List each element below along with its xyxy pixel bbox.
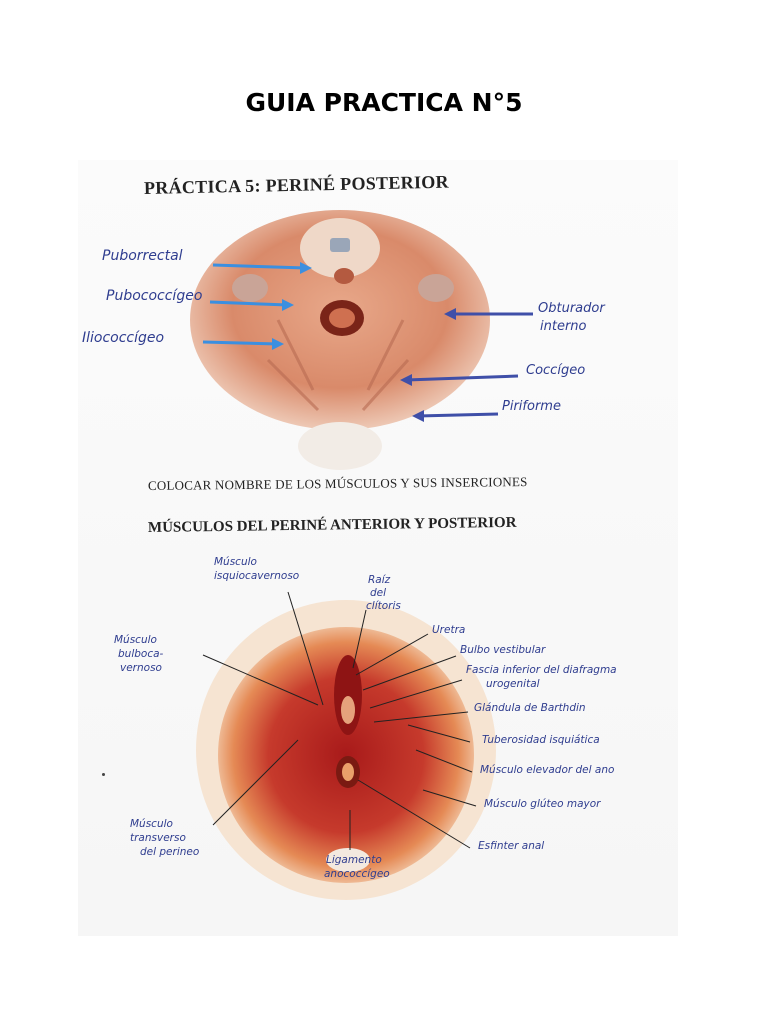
label-transverso-3: del perineo xyxy=(140,846,200,858)
vaginal-vestibule xyxy=(341,696,355,724)
label-tuberosidad: Tuberosidad isquiática xyxy=(482,734,600,746)
label-obturador-2: interno xyxy=(540,319,587,334)
label-elevador: Músculo elevador del ano xyxy=(480,764,615,776)
label-glandula: Glándula de Barthdin xyxy=(474,702,586,714)
obturator-foramen-right xyxy=(418,274,454,302)
obturator-foramen-left xyxy=(232,274,268,302)
levator-stripes xyxy=(266,319,410,412)
label-raiz-3: clítoris xyxy=(366,600,401,612)
urethra-opening xyxy=(330,238,350,252)
arrow-iliococcigeo xyxy=(202,338,284,350)
page-title: GUIA PRACTICA N°5 xyxy=(245,88,523,117)
label-esfinter: Esfinter anal xyxy=(478,840,545,852)
worksheet-photo: PRÁCTICA 5: PERINÉ POSTERIOR Puborrectal… xyxy=(78,160,678,936)
label-uretra: Uretra xyxy=(432,624,466,636)
label-isquiocavernoso-2: isquiocavernoso xyxy=(214,570,300,582)
label-bulbo-vestibular: Bulbo vestibular xyxy=(460,644,546,656)
margin-dot xyxy=(102,773,105,776)
label-iliococcigeo: Iliococcígeo xyxy=(82,330,165,346)
label-obturador: Obturador xyxy=(538,301,605,316)
anal-opening-inner xyxy=(329,308,355,328)
pelvic-floor-illustration xyxy=(190,210,533,900)
label-coccigeo: Coccígeo xyxy=(526,363,586,378)
label-fascia-2: urogenital xyxy=(486,678,540,690)
vaginal-opening xyxy=(334,268,354,284)
label-transverso-1: Músculo xyxy=(130,818,173,830)
label-gluteo: Músculo glúteo mayor xyxy=(484,798,601,810)
coccyx xyxy=(298,422,382,470)
vulva xyxy=(334,655,362,735)
arrow-coccigeo xyxy=(400,374,519,386)
label-raiz-2: del xyxy=(370,587,387,599)
arrow-pubococcigeo xyxy=(209,299,294,311)
label-ligamento-1: Ligamento xyxy=(326,854,382,866)
arrow-puborrectal xyxy=(212,262,312,274)
label-pubococcigeo: Pubococcígeo xyxy=(106,288,203,304)
label-bulbocavernoso-1: Músculo xyxy=(114,634,157,646)
leader-lines xyxy=(202,591,477,850)
label-puborrectal: Puborrectal xyxy=(102,248,183,264)
anus-inner xyxy=(342,763,354,781)
label-transverso-2: transverso xyxy=(130,832,186,844)
perineum-coccyx xyxy=(326,848,370,872)
arrow-obturador xyxy=(444,308,533,320)
label-piriforme: Piriforme xyxy=(502,399,561,414)
label-isquiocavernoso-1: Músculo xyxy=(214,556,257,568)
label-raiz-1: Raíz xyxy=(368,574,391,586)
arrow-piriforme xyxy=(412,410,499,422)
label-bulbocavernoso-2: bulboca- xyxy=(118,648,164,660)
label-fascia-1: Fascia inferior del diafragma xyxy=(466,664,617,676)
label-ligamento-2: anococcígeo xyxy=(324,868,390,880)
label-bulbocavernoso-3: vernoso xyxy=(120,662,162,674)
perineum-muscles-shape xyxy=(218,627,474,883)
